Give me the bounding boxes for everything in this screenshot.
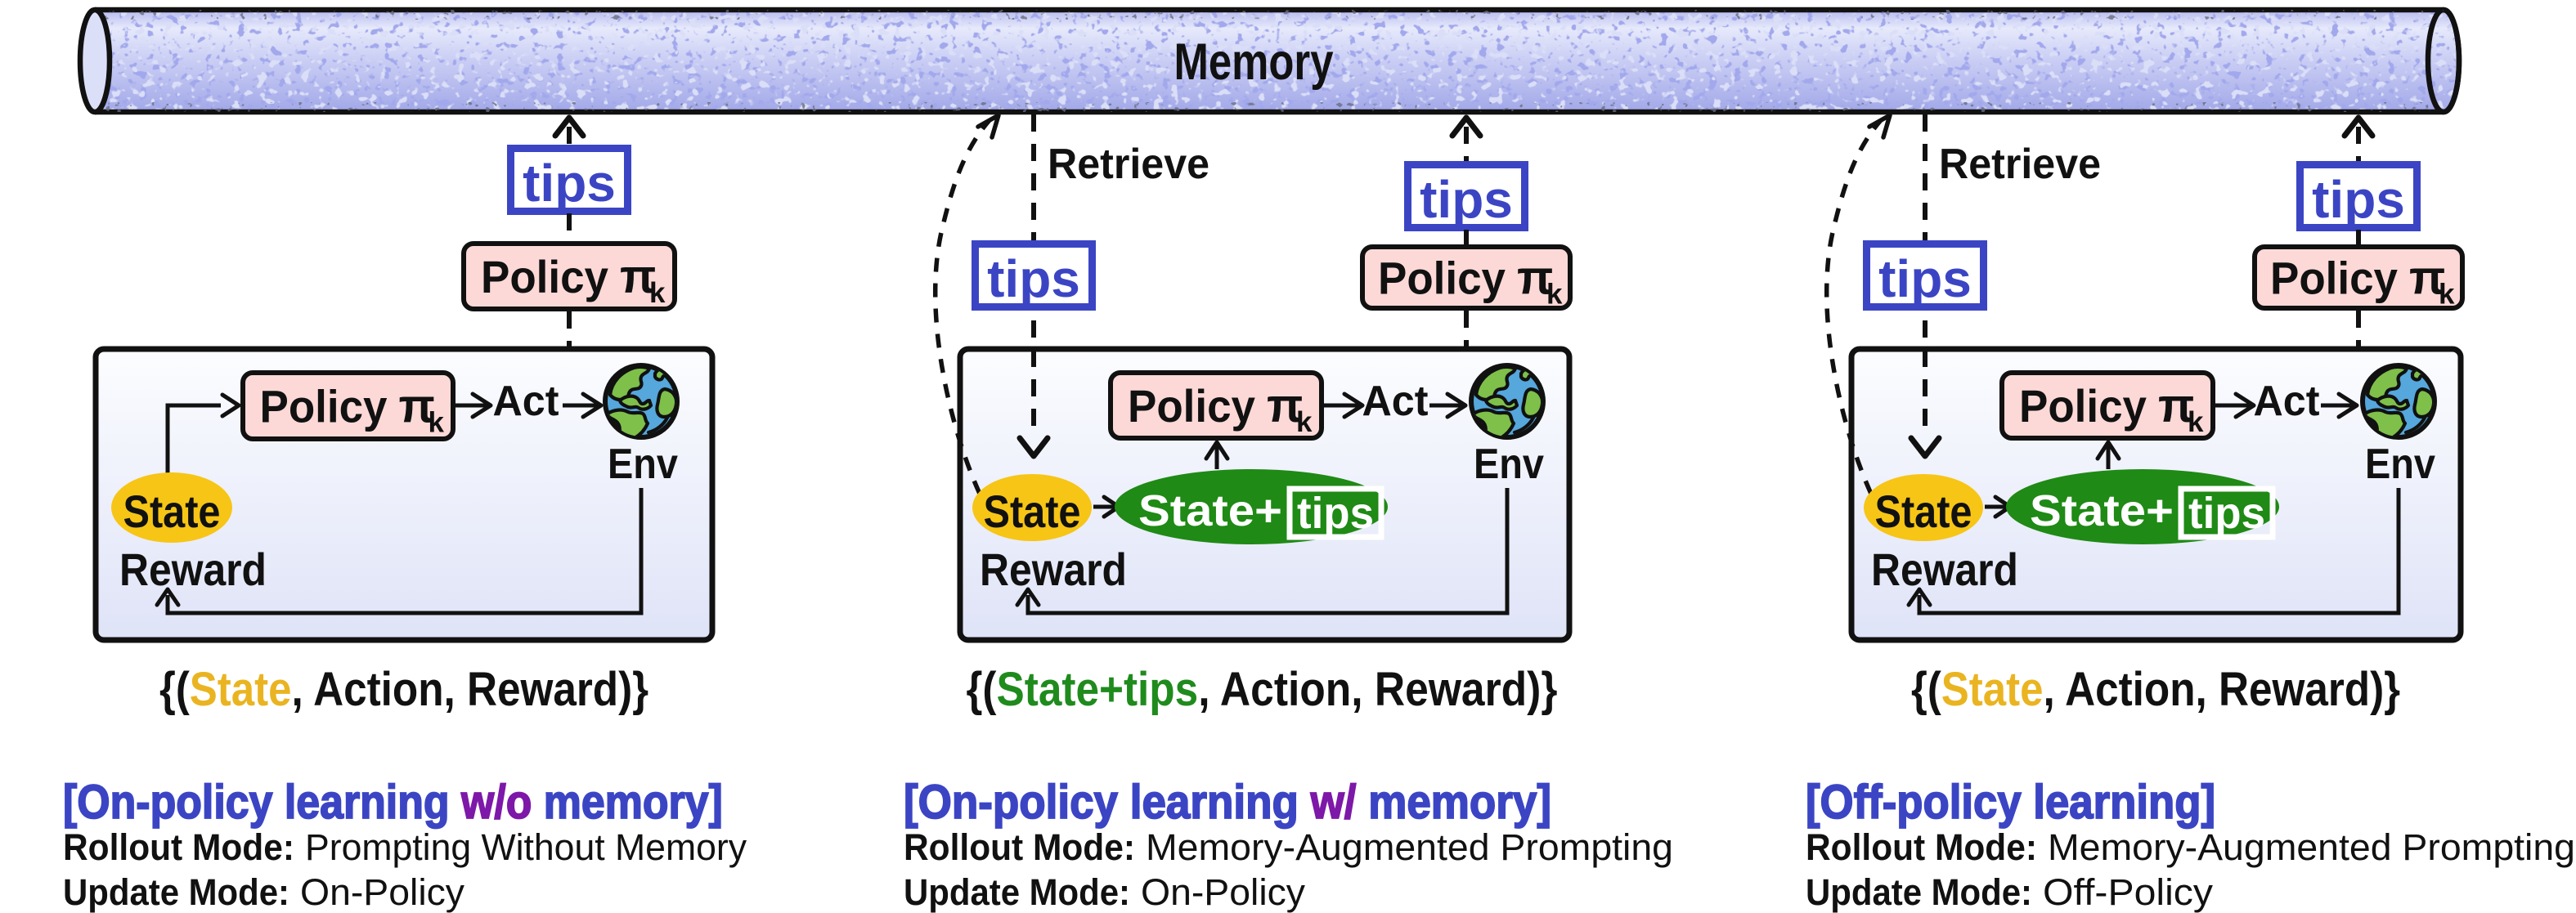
svg-text:Env: Env [1474, 441, 1544, 488]
svg-text:Policy: Policy [1128, 380, 1255, 432]
svg-text:Env: Env [608, 441, 678, 488]
svg-text:π: π [620, 250, 656, 303]
svg-text:Retrieve: Retrieve [1939, 141, 2101, 188]
svg-text:State: State [1875, 486, 1972, 537]
svg-text:k: k [2188, 406, 2204, 438]
svg-text:, Action, Reward)}: , Action, Reward)} [2044, 663, 2401, 716]
svg-text:Policy: Policy [1378, 253, 1506, 304]
svg-text:tips: tips [1420, 170, 1513, 229]
svg-text:Memory: Memory [1174, 34, 1334, 91]
svg-text:tips: tips [2188, 489, 2265, 538]
svg-text:Env: Env [2365, 441, 2435, 488]
svg-text:{(: {( [967, 663, 998, 716]
svg-text:State: State [190, 663, 292, 716]
svg-text:w/o: w/o [460, 776, 532, 829]
svg-text:memory]: memory] [532, 776, 722, 829]
svg-text:Policy: Policy [2270, 253, 2398, 304]
svg-text:tips: tips [987, 249, 1080, 308]
svg-text:tips: tips [1297, 489, 1374, 538]
svg-text:Act: Act [1362, 378, 1429, 425]
svg-text:{(: {( [1911, 663, 1941, 716]
svg-text:{(: {( [159, 663, 190, 716]
svg-text:Rollout Mode:: Rollout Mode: [63, 826, 294, 868]
svg-text:Act: Act [493, 378, 559, 425]
svg-text:π: π [1267, 379, 1303, 432]
svg-text:memory]: memory] [1357, 776, 1552, 829]
svg-text:π: π [2158, 379, 2194, 432]
svg-text:π: π [2409, 252, 2445, 305]
svg-text:k: k [1546, 279, 1563, 311]
svg-text:k: k [649, 277, 666, 309]
svg-text:[On-policy learning: [On-policy learning [63, 776, 461, 829]
svg-text:Rollout Mode:: Rollout Mode: [904, 826, 1135, 868]
svg-text:[Off-policy learning]: [Off-policy learning] [1806, 776, 2215, 829]
svg-text:Reward: Reward [119, 544, 267, 595]
svg-text:Update Mode:: Update Mode: [63, 871, 289, 913]
svg-text:k: k [2439, 279, 2455, 311]
svg-text:tips: tips [1878, 249, 1972, 308]
svg-text:Policy: Policy [260, 381, 388, 432]
svg-text:Prompting Without Memory: Prompting Without Memory [305, 826, 747, 868]
svg-text:Update Mode:: Update Mode: [1806, 871, 2032, 913]
svg-text:State+: State+ [1138, 486, 1282, 535]
svg-text:Act: Act [2254, 378, 2320, 425]
svg-text:Policy: Policy [2019, 380, 2147, 432]
svg-text:Off-Policy: Off-Policy [2043, 871, 2214, 913]
svg-text:State: State [984, 486, 1081, 537]
svg-text:k: k [1296, 406, 1313, 438]
svg-text:Rollout Mode:: Rollout Mode: [1806, 826, 2037, 868]
svg-text:Retrieve: Retrieve [1048, 141, 1209, 188]
svg-text:π: π [399, 380, 435, 433]
svg-text:tips: tips [523, 154, 616, 213]
svg-text:Reward: Reward [1871, 544, 2018, 595]
svg-text:On-Policy: On-Policy [1141, 871, 1306, 913]
svg-text:Memory-Augmented Prompting: Memory-Augmented Prompting [2048, 826, 2575, 868]
svg-text:State+: State+ [2030, 486, 2174, 535]
svg-text:tips: tips [2312, 170, 2405, 229]
svg-text:State: State [123, 486, 221, 537]
svg-text:, Action, Reward)}: , Action, Reward)} [292, 663, 649, 716]
svg-text:State+tips: State+tips [997, 663, 1199, 716]
svg-text:On-Policy: On-Policy [300, 871, 465, 913]
svg-text:Policy: Policy [481, 251, 608, 302]
svg-text:[On-policy learning: [On-policy learning [904, 776, 1311, 829]
svg-text:w/: w/ [1310, 776, 1357, 829]
svg-text:State: State [1941, 663, 2044, 716]
svg-text:, Action, Reward)}: , Action, Reward)} [1198, 663, 1557, 716]
svg-text:k: k [429, 407, 445, 439]
svg-text:Update Mode:: Update Mode: [904, 871, 1130, 913]
svg-text:π: π [1517, 252, 1553, 305]
svg-text:Memory-Augmented Prompting: Memory-Augmented Prompting [1146, 826, 1673, 868]
svg-text:Reward: Reward [980, 544, 1127, 595]
